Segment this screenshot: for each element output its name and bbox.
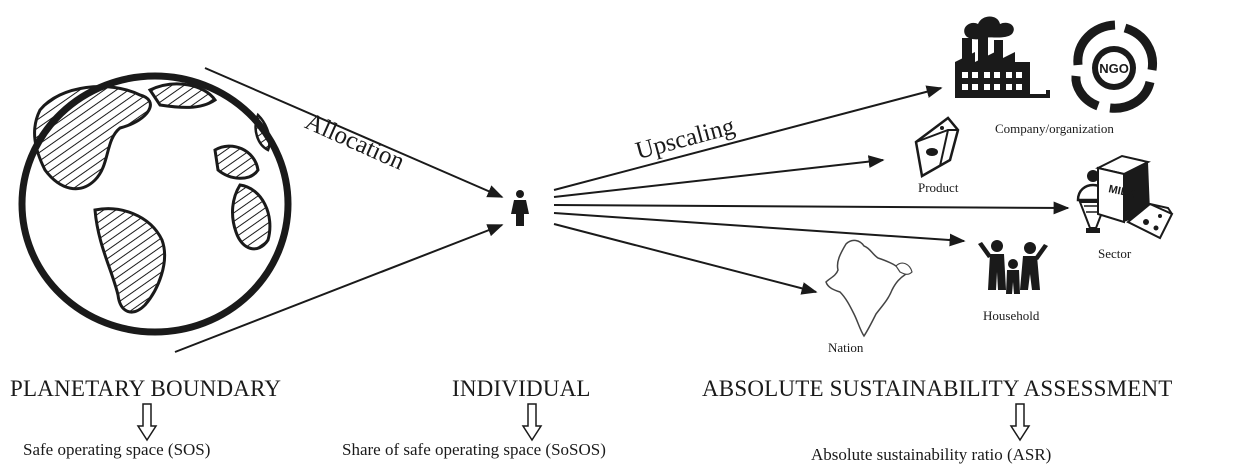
planetary-boundary-heading: PLANETARY BOUNDARY — [10, 376, 282, 401]
factory-icon — [955, 16, 1050, 98]
sosos-result: Share of safe operating space (SoSOS) — [342, 440, 606, 459]
cheese-icon — [914, 116, 960, 178]
assessment-heading: ABSOLUTE SUSTAINABILITY ASSESSMENT — [702, 376, 1173, 401]
allocation-arrow-top — [204, 67, 504, 198]
hollow-down-arrow-icon — [521, 403, 543, 442]
family-icon — [978, 240, 1048, 294]
upscale-arrow-household — [553, 212, 966, 247]
household-label: Household — [983, 308, 1040, 323]
sector-label: Sector — [1098, 246, 1132, 261]
product-label: Product — [918, 180, 959, 195]
ngo-icon: NGO — [1071, 20, 1158, 113]
person-icon — [511, 190, 529, 226]
nation-label: Nation — [828, 340, 864, 355]
hollow-down-arrow-icon — [136, 403, 158, 442]
individual-heading: INDIVIDUAL — [452, 376, 591, 401]
upscale-arrow-product — [553, 155, 885, 198]
india-map-icon — [825, 239, 913, 338]
upscale-arrow-nation — [553, 223, 818, 295]
factory-windows — [962, 72, 1022, 90]
hollow-down-arrow-icon — [1009, 403, 1031, 442]
company-label: Company/organization — [995, 121, 1114, 136]
sos-result: Safe operating space (SOS) — [23, 440, 211, 459]
milk-carton-icon: MILK — [1095, 154, 1151, 224]
asr-result: Absolute sustainability ratio (ASR) — [811, 445, 1052, 464]
globe-icon — [18, 72, 292, 336]
ngo-badge-text: NGO — [1099, 61, 1129, 76]
milk-label: MILK — [1107, 183, 1136, 200]
allocation-arrow-bottom — [174, 224, 504, 353]
upscale-arrow-sector — [553, 201, 1070, 215]
upscale-arrow-company — [553, 85, 943, 191]
sector-cheese-icon — [1126, 202, 1174, 240]
